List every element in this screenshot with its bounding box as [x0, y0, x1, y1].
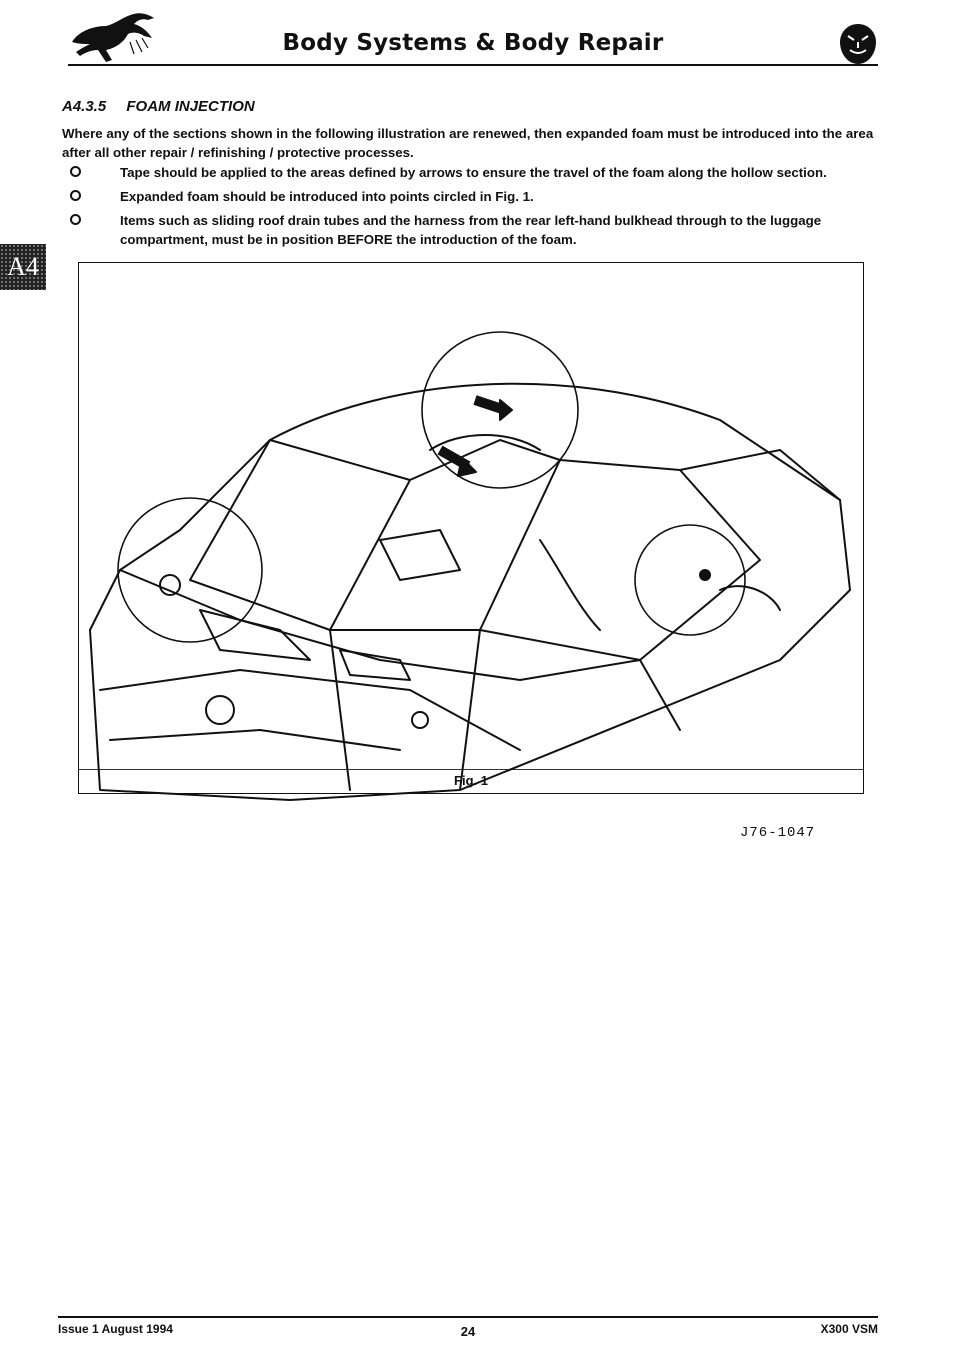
circle-bullet-icon [70, 166, 81, 177]
list-item: Items such as sliding roof drain tubes a… [70, 211, 870, 249]
leaping-jaguar-icon [72, 13, 154, 63]
list-item: Tape should be applied to the areas defi… [70, 163, 870, 182]
issue-date: Issue 1 August 1994 [58, 1322, 173, 1336]
figure-reference: J76-1047 [740, 825, 816, 841]
circle-bullet-icon [70, 190, 81, 201]
page-number: 24 [460, 1324, 476, 1339]
list-item: Expanded foam should be introduced into … [70, 187, 870, 206]
manual-code: X300 VSM [820, 1322, 878, 1336]
circle-bullet-icon [70, 214, 81, 225]
instruction-list: Tape should be applied to the areas defi… [70, 163, 870, 254]
section-tab: A4 [0, 244, 46, 290]
caption-rule [79, 769, 863, 770]
car-body-shell-icon [89, 331, 851, 801]
section-title: FOAM INJECTION [126, 98, 255, 115]
list-item-text: Expanded foam should be introduced into … [120, 189, 534, 204]
list-item-text: Items such as sliding roof drain tubes a… [120, 213, 822, 247]
section-heading: A4.3.5 FOAM INJECTION [62, 98, 255, 115]
page-header: Body Systems & Body Repair [68, 0, 878, 72]
header-rule [68, 64, 878, 66]
jaguar-growler-icon [840, 24, 876, 64]
list-item-text: Tape should be applied to the areas defi… [120, 165, 827, 180]
page-footer: Issue 1 August 1994 24 X300 VSM [58, 1316, 878, 1346]
running-header-title: Body Systems & Body Repair [282, 30, 664, 56]
section-number: A4.3.5 [62, 98, 107, 115]
footer-rule [58, 1316, 878, 1318]
intro-paragraph: Where any of the sections shown in the f… [62, 126, 874, 160]
